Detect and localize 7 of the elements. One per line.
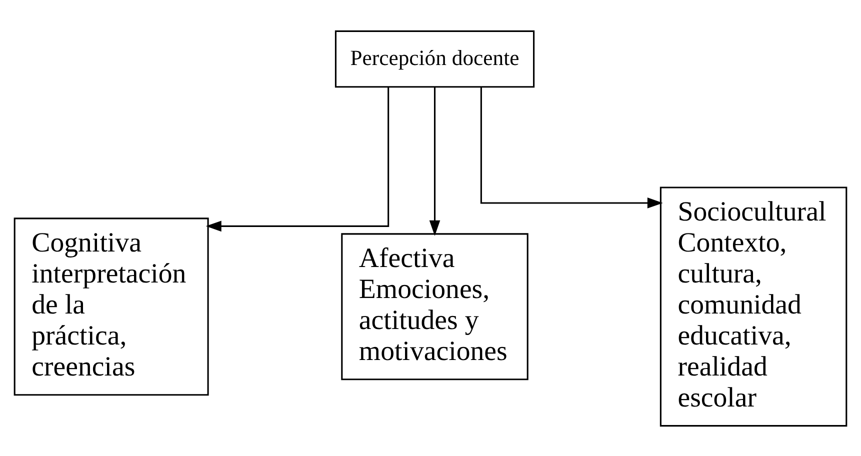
- node-box: Cognitiva interpretación de la práctica, creencias: [14, 217, 209, 396]
- node-box: Sociocultural Contexto, cultura, comunidad educativa, realidad escolar: [660, 186, 848, 426]
- arrow: [429, 86, 440, 236]
- node-box: Afectiva Emociones, actitudes y motivaciones: [341, 232, 528, 380]
- arrow: [206, 86, 390, 232]
- arrow: [480, 86, 663, 208]
- node-box: Percepción docente: [334, 30, 535, 88]
